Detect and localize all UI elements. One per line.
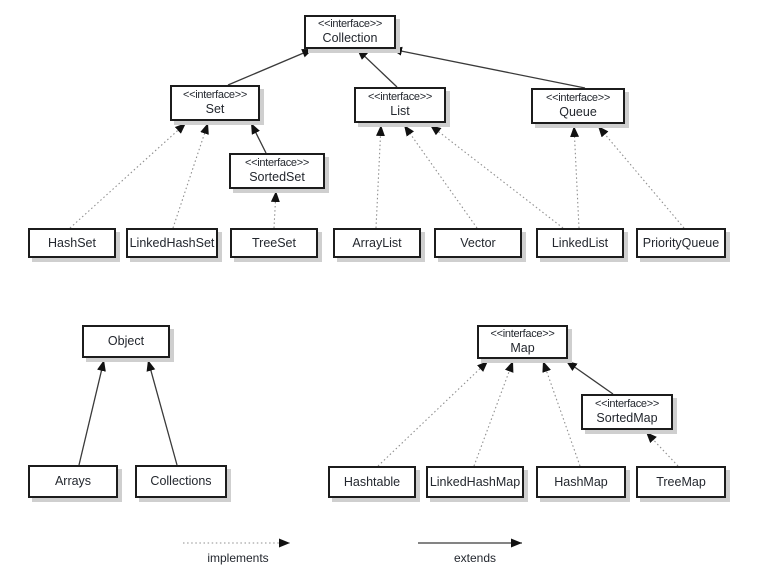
class-box-arrays: Arrays	[28, 465, 118, 498]
class-box-treeset: TreeSet	[230, 228, 318, 258]
class-name-label: Collections	[150, 474, 212, 489]
class-name-label: Set	[205, 102, 225, 117]
class-box-vector: Vector	[434, 228, 522, 258]
class-box-treemap: TreeMap	[636, 466, 726, 498]
interface-box-list: <<interface>> List	[354, 87, 446, 123]
stereotype-label: <<interface>>	[490, 328, 555, 341]
class-name-label: LinkedList	[551, 235, 609, 250]
class-name-label: Object	[107, 334, 145, 349]
class-box-priorityqueue: PriorityQueue	[636, 228, 726, 258]
class-box-collections: Collections	[135, 465, 227, 498]
class-name-label: List	[390, 104, 410, 119]
interface-box-queue: <<interface>> Queue	[531, 88, 625, 124]
interface-box-map: <<interface>> Map	[477, 325, 568, 359]
interface-box-collection: <<interface>> Collection	[304, 15, 396, 49]
class-name-label: HashMap	[554, 474, 608, 489]
class-box-arraylist: ArrayList	[333, 228, 421, 258]
class-box-hashtable: Hashtable	[328, 466, 416, 498]
class-name-label: TreeMap	[656, 474, 706, 489]
legend-extends-label: extends	[453, 551, 497, 565]
interface-box-sortedset: <<interface>> SortedSet	[229, 153, 325, 189]
class-name-label: TreeSet	[251, 235, 296, 250]
stereotype-label: <<interface>>	[183, 89, 247, 102]
stereotype-label: <<interface>>	[245, 157, 309, 170]
class-name-label: Collection	[322, 31, 378, 46]
class-box-hashmap: HashMap	[536, 466, 626, 498]
class-name-label: Hashtable	[343, 474, 401, 489]
class-box-linkedlist: LinkedList	[536, 228, 624, 258]
class-name-label: Map	[510, 341, 535, 356]
class-box-linkedhashset: LinkedHashSet	[126, 228, 218, 258]
class-name-label: HashSet	[48, 235, 96, 250]
interface-box-sortedmap: <<interface>> SortedMap	[581, 394, 673, 430]
stereotype-label: <<interface>>	[368, 91, 432, 104]
class-box-linkedhashmap: LinkedHashMap	[426, 466, 524, 498]
stereotype-label: <<interface>>	[318, 18, 382, 31]
interface-box-set: <<interface>> Set	[170, 85, 260, 121]
class-name-label: Queue	[559, 105, 597, 120]
class-name-label: LinkedHashMap	[429, 474, 521, 489]
legend-implements-label: implements	[207, 551, 269, 565]
class-name-label: ArrayList	[352, 235, 402, 250]
class-name-label: LinkedHashSet	[129, 235, 215, 250]
stereotype-label: <<interface>>	[546, 92, 610, 105]
class-name-label: SortedMap	[596, 411, 658, 426]
class-name-label: PriorityQueue	[642, 235, 720, 250]
class-box-hashset: HashSet	[28, 228, 116, 258]
class-box-object: Object	[82, 325, 170, 358]
class-name-label: SortedSet	[249, 170, 305, 185]
stereotype-label: <<interface>>	[595, 398, 659, 411]
class-name-label: Arrays	[54, 474, 92, 489]
class-name-label: Vector	[460, 235, 496, 250]
